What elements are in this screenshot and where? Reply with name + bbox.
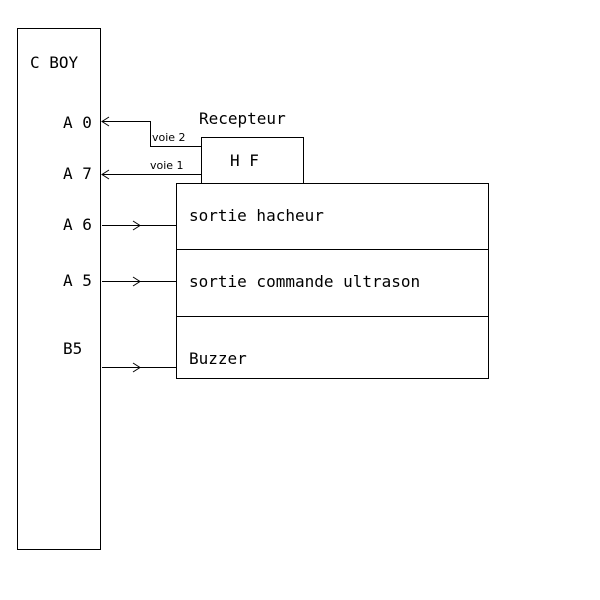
outputs-block (176, 183, 489, 379)
receiver-label: H F (230, 151, 259, 170)
b5-arrowhead (132, 362, 141, 373)
receiver-box (201, 137, 304, 184)
receiver-title: Recepteur (199, 109, 286, 128)
voie-1-arrowhead (101, 169, 110, 180)
voie-2-label: voie 2 (152, 131, 186, 144)
voie-2-wire (102, 121, 201, 147)
controller-box (17, 28, 101, 550)
output-buzzer-label: Buzzer (189, 349, 247, 368)
pin-a6-label: A 6 (63, 215, 92, 234)
pin-a7-label: A 7 (63, 164, 92, 183)
output-chopper-label: sortie hacheur (189, 206, 324, 225)
a6-arrowhead (132, 220, 141, 231)
voie-1-label: voie 1 (150, 159, 184, 172)
pin-a0-label: A 0 (63, 113, 92, 132)
pin-a5-label: A 5 (63, 271, 92, 290)
pin-b5-label: B5 (63, 339, 82, 358)
voie-2-arrowhead (101, 116, 110, 127)
a5-arrowhead (132, 276, 141, 287)
controller-title: C BOY (30, 53, 79, 72)
output-ultrasound-label: sortie commande ultrason (189, 272, 420, 291)
